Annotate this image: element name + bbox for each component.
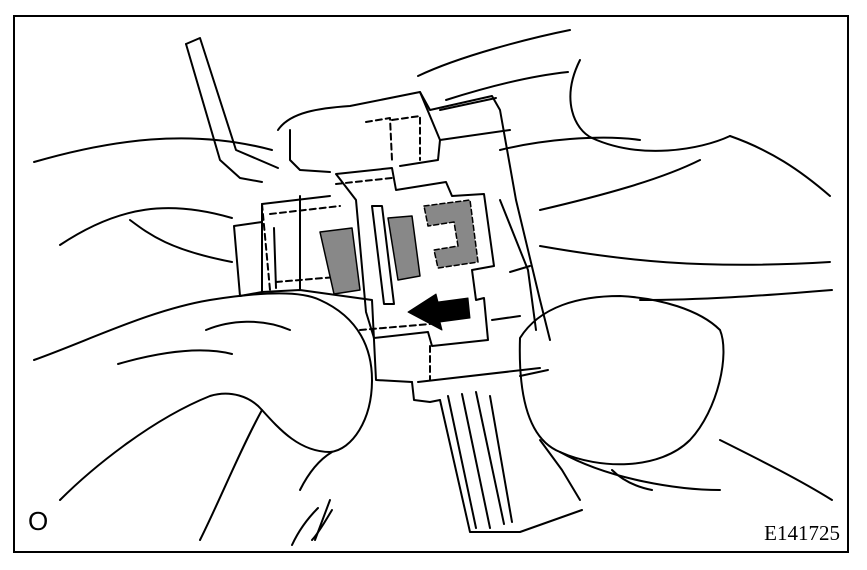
left-thumb (33, 292, 373, 546)
left-arrow-icon (407, 293, 471, 331)
lever-arm (185, 37, 279, 183)
lock-tab (423, 199, 479, 269)
right-thumb (518, 289, 833, 501)
corner-label: O (28, 506, 49, 536)
terminal-windows (319, 215, 421, 295)
figure-id: E141725 (764, 521, 840, 545)
hidden-edges (261, 115, 431, 381)
figure-frame (13, 15, 849, 553)
connector-body (233, 91, 583, 541)
upper-hand (33, 29, 831, 266)
